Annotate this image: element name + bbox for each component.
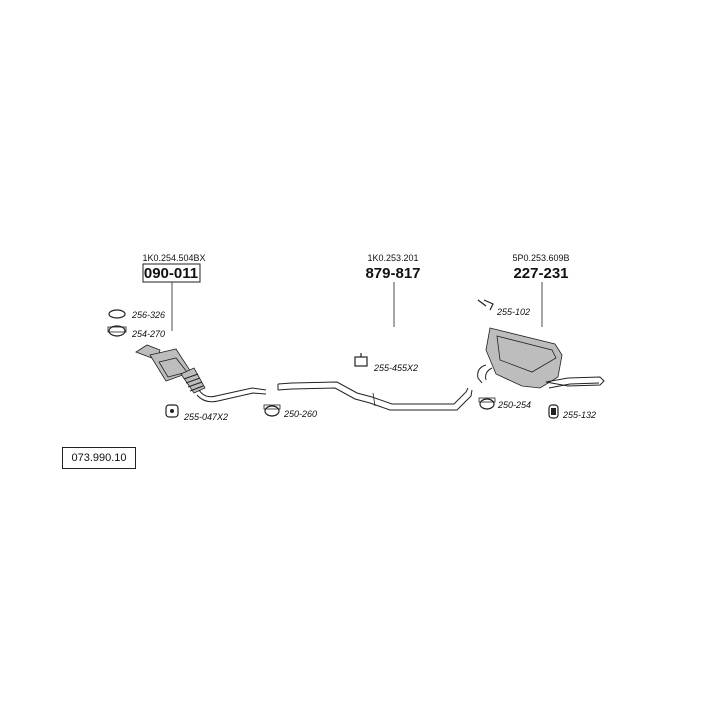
accessory-255-455X2[interactable]: 255-455X2 [373,363,418,373]
catalytic-converter [135,344,267,403]
assembly-number: 073.990.10 [62,447,136,469]
clamp-icon-3 [478,397,496,410]
rubber-hanger-icon [165,404,179,418]
accessory-255-047X2[interactable]: 255-047X2 [183,412,228,422]
clamp-icon [107,325,127,337]
accessory-256-326[interactable]: 256-326 [131,310,165,320]
section-1-oem: 1K0.254.504BX [142,253,205,263]
clamp-icon-2 [263,404,281,417]
section-2-oem: 1K0.253.201 [367,253,418,263]
section-2-part-number[interactable]: 879-817 [365,265,420,282]
section-3-oem: 5P0.253.609B [512,253,569,263]
accessory-250-260[interactable]: 250-260 [283,409,317,419]
accessory-254-270[interactable]: 254-270 [131,329,165,339]
accessory-250-254[interactable]: 250-254 [497,400,531,410]
accessory-255-102[interactable]: 255-102 [496,307,530,317]
accessory-255-132[interactable]: 255-132 [562,410,596,420]
section-3-part-number[interactable]: 227-231 [513,265,568,282]
rear-muffler [477,327,605,389]
hanger-bracket-icon-2 [477,299,494,311]
section-1-part-number[interactable]: 090-011 [144,265,198,282]
section-1-part-box [142,263,201,283]
middle-pipe [277,381,473,411]
hanger-bracket-icon [354,353,368,367]
gasket-ring-icon [108,309,126,319]
rubber-hanger-icon-2 [548,404,559,419]
